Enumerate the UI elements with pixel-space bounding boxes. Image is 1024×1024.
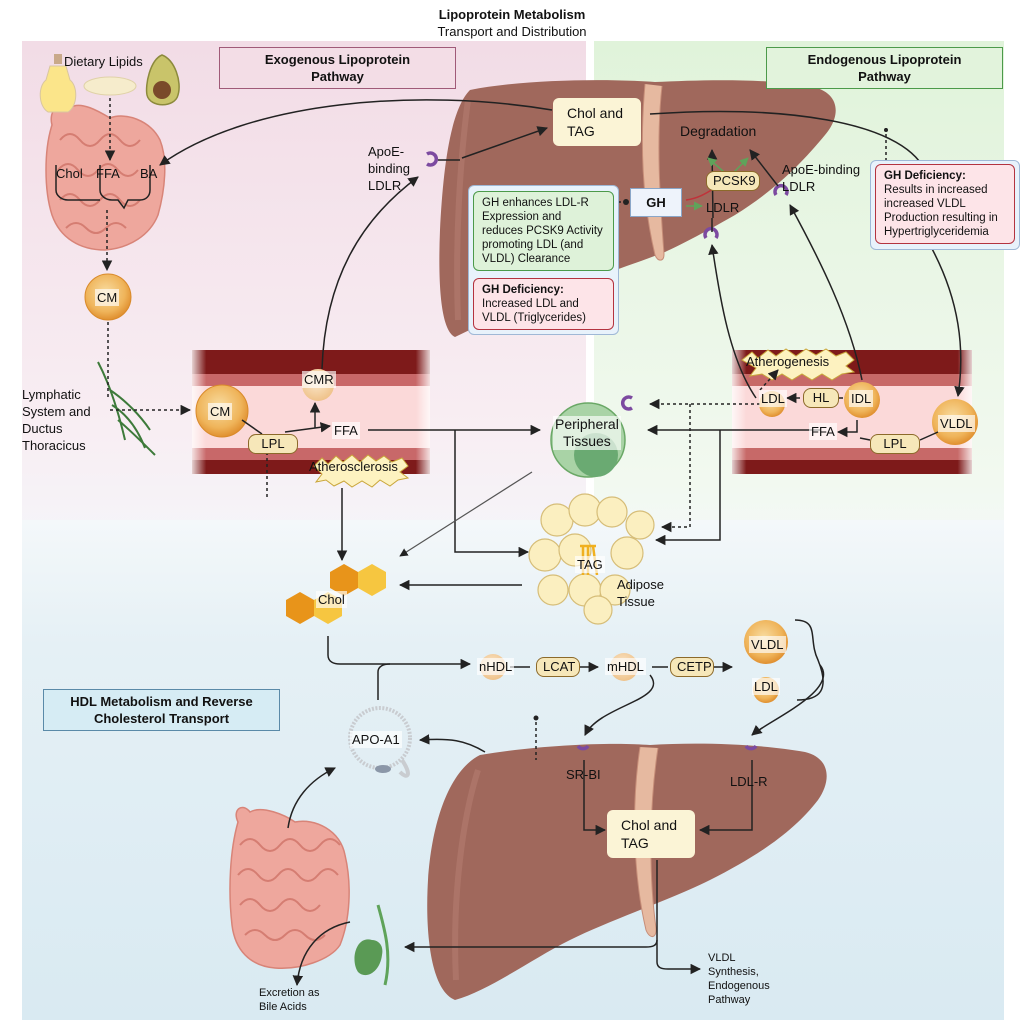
mhdl-label: mHDL (605, 658, 646, 675)
gh-deficiency-note-right: GH Deficiency: Results in increased incr… (875, 164, 1015, 244)
section-endogenous: Endogenous Lipoprotein Pathway (766, 47, 1003, 89)
ldl-label-hdl: LDL (752, 678, 780, 695)
cm-label-vessel: CM (208, 403, 233, 420)
chol-tag-box-bottom: Chol and TAG (607, 810, 695, 858)
ffa-label-right: FFA (809, 423, 837, 440)
srbi-label: SR-BI (566, 767, 601, 782)
cm-label-intestine: CM (95, 289, 120, 306)
cetp-enzyme: CETP (670, 657, 714, 677)
diagram-title: Lipoprotein Metabolism Transport and Dis… (0, 6, 1024, 40)
lpl-enzyme-left: LPL (248, 434, 298, 454)
title-main: Lipoprotein Metabolism (438, 7, 586, 22)
receptor-icons (426, 151, 789, 751)
vldl-label-hdl: VLDL (749, 636, 786, 653)
excretion-label: Excretion as Bile Acids (259, 987, 320, 1013)
peripheral-tissues-label: Peripheral Tissues (553, 416, 621, 450)
lymphatic-vessel-icon (97, 361, 156, 456)
chol-tag-box-top: Chol and TAG (553, 98, 641, 146)
pcsk9-protein: PCSK9 (706, 171, 760, 191)
adipose-tissue-icon (528, 493, 655, 625)
avocado-icon (145, 54, 180, 106)
pcsk9-degrade-right (733, 157, 749, 173)
apoe-ldlr-right-label: ApoE-binding LDLR (782, 162, 861, 194)
lymphatic-label: Lymphatic System and Ductus Thoracicus (22, 387, 91, 453)
intestine-ba-label: BA (140, 166, 158, 181)
degradation-label: Degradation (680, 123, 757, 139)
ldlr-label-bottom: LDL-R (730, 774, 768, 789)
atherogenesis-label: Atherogenesis (746, 354, 830, 369)
atherosclerosis-label: Atherosclerosis (309, 459, 398, 474)
peripheral-to-chol-arrow (399, 471, 533, 557)
vldl-label-vessel: VLDL (938, 415, 975, 432)
lpl-enzyme-right: LPL (870, 434, 920, 454)
pcsk9-degrade-left (707, 157, 725, 173)
atherosclerosis-burst (313, 454, 410, 488)
section-hdl: HDL Metabolism and Reverse Cholesterol T… (43, 689, 280, 731)
apoe-ldlr-left-label: ApoE- binding LDLR (368, 144, 410, 193)
title-subtitle: Transport and Distribution (437, 24, 587, 39)
hl-enzyme: HL (803, 388, 839, 408)
ldl-label-vessel: LDL (759, 390, 787, 407)
apoa1-label: APO-A1 (350, 731, 402, 748)
gh-enhances-note: GH enhances LDL-R Expression and reduces… (473, 191, 614, 271)
lcat-enzyme: LCAT (536, 657, 580, 677)
gallbladder-icon (354, 904, 390, 986)
gh-box: GH (630, 188, 682, 217)
section-exogenous: Exogenous Lipoprotein Pathway (219, 47, 456, 89)
ldlr-label-top: LDLR (706, 200, 740, 215)
ffa-label-left: FFA (332, 422, 360, 439)
adipose-tissue-label: Adipose Tissue (617, 577, 664, 609)
intestine-bottom-icon (229, 806, 350, 969)
chol-label-middle: Chol (316, 591, 347, 608)
gh-deficiency-note-left: GH Deficiency: Increased LDL and VLDL (T… (473, 278, 614, 330)
intestine-chol-label: Chol (56, 166, 83, 181)
intestine-top-icon (45, 104, 166, 251)
idl-label: IDL (849, 390, 874, 407)
intestine-ffa-label: FFA (96, 166, 120, 181)
cmr-label: CMR (302, 371, 336, 388)
oil-bottle-icon (39, 54, 77, 113)
butter-icon (83, 76, 137, 96)
tag-label-adipose: TAG (575, 556, 605, 573)
vldl-synthesis-label: VLDL Synthesis, Endogenous Pathway (708, 952, 770, 1006)
apoa1-protein-icon (348, 706, 412, 778)
dietary-lipids-label: Dietary Lipids (64, 54, 143, 69)
nhdl-label: nHDL (477, 658, 515, 675)
